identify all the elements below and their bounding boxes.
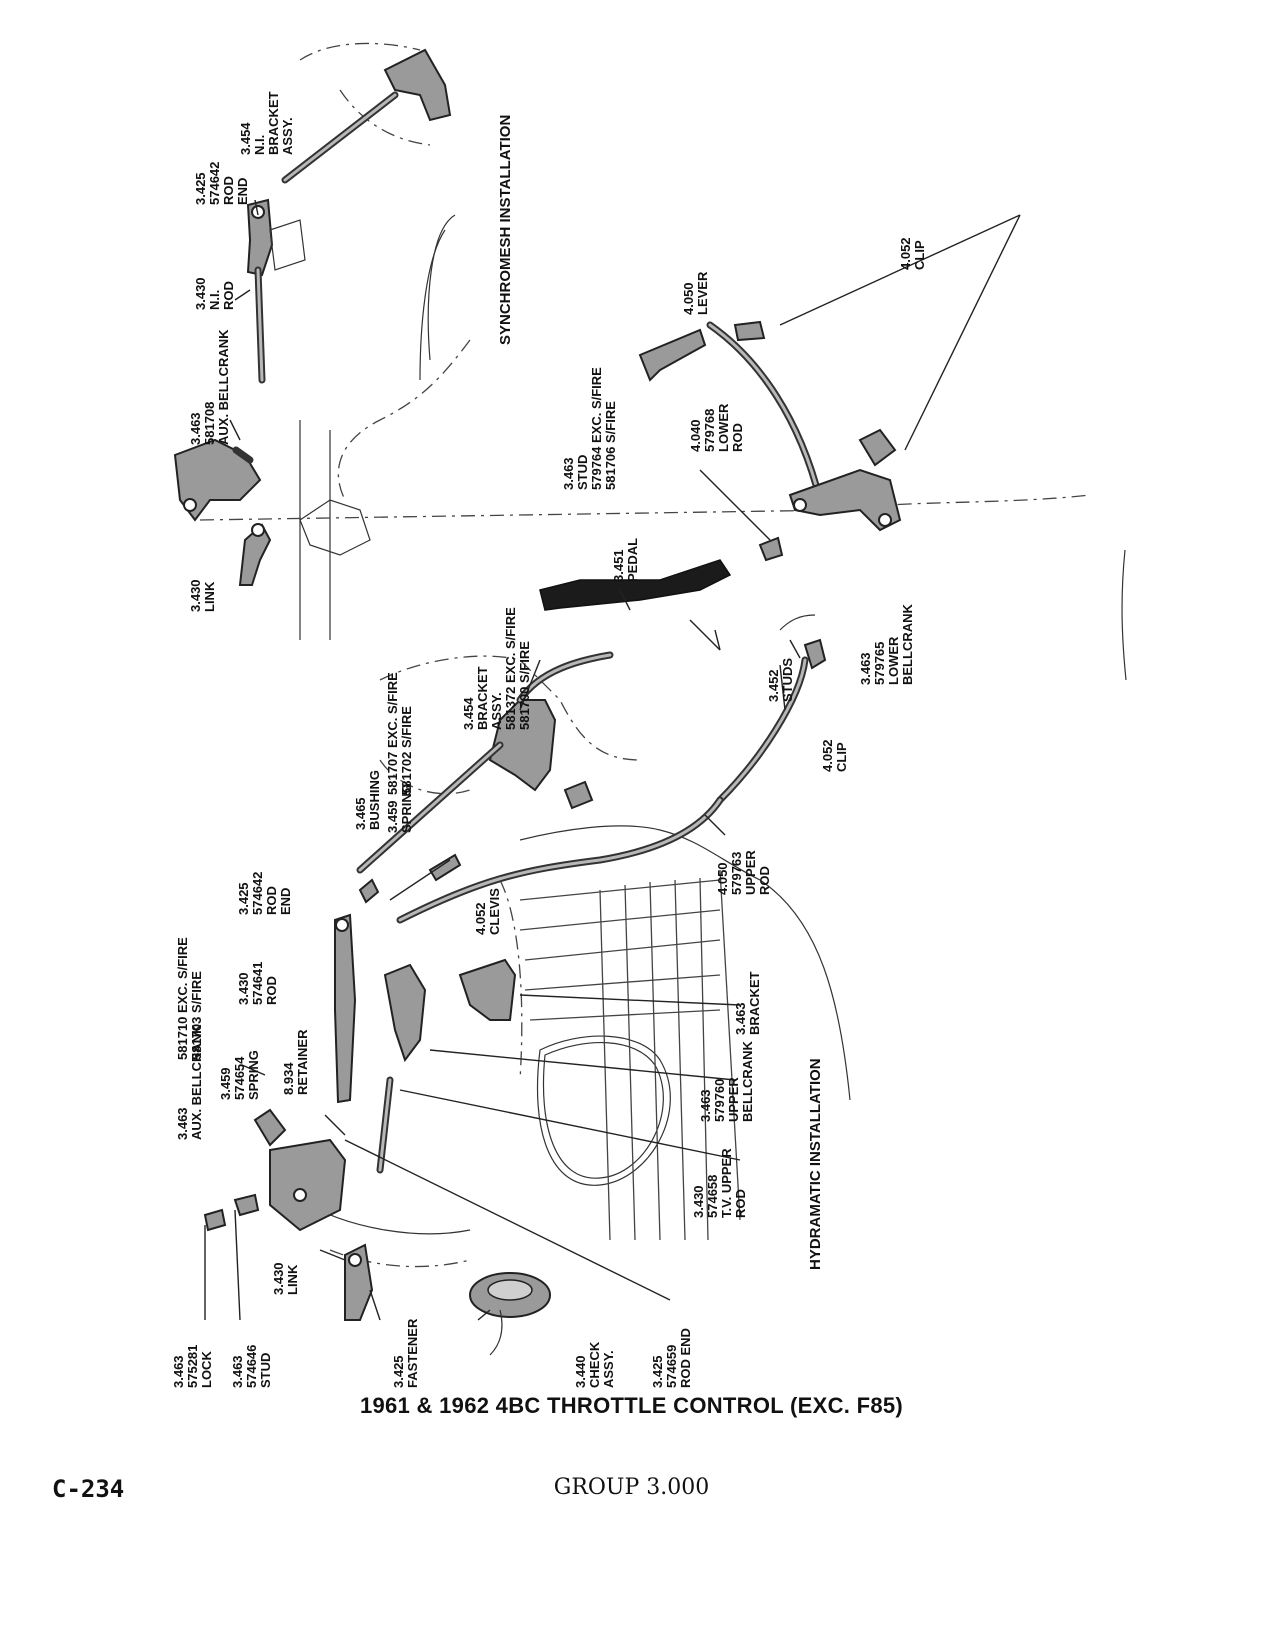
label-stud-low: 3.463 574646 STUD: [230, 1341, 273, 1388]
pedal-linkage: [539, 320, 902, 804]
hydramatic-parts: [203, 913, 551, 1356]
label-spring-numbers: 581707 EXC. S/FIRE 581702 S/FIRE: [385, 669, 414, 795]
label-upper-bellcrank: 3.463 579760 UPPER BELLCRANK: [698, 1041, 755, 1122]
section-synchromesh: SYNCHROMESH INSTALLATION: [497, 115, 514, 345]
label-clip-top: 4.052 CLIP: [898, 234, 927, 270]
label-rod-mid: 3.430 574641 ROD: [236, 958, 279, 1005]
label-aux-bellcrank-numbers: 581710 EXC. S/FIRE 581703 S/FIRE: [175, 934, 204, 1060]
label-spring-low: 3.459 574654 SPRING: [218, 1050, 261, 1100]
label-lower-rod: 4.040 579768 LOWER ROD: [688, 400, 745, 452]
label-clevis: 4.052 CLEVIS: [473, 888, 502, 935]
label-lower-bellcrank: 3.463 579765 LOWER BELLCRANK: [858, 604, 915, 685]
label-spring-mid: 3.459 SPRING: [385, 783, 414, 833]
bracket-and-upper-rod: [356, 651, 724, 924]
label-pedal: 3.451 PEDAL: [611, 538, 640, 582]
label-lock: 3.463 575281 LOCK: [171, 1341, 214, 1388]
label-aux-bellcrank-low: 3.463 AUX. BELLCRANK: [175, 1024, 204, 1140]
label-check-assy: 3.440 CHECK ASSY.: [573, 1338, 616, 1388]
label-stud: 3.463 STUD 579764 EXC. S/FIRE 581706 S/F…: [561, 364, 618, 490]
grille-lines: [519, 869, 741, 1241]
label-rod-end-mid: 3.425 574642 ROD END: [236, 868, 293, 915]
label-link-top: 3.430 LINK: [188, 576, 217, 612]
page-title: 1961 & 1962 4BC THROTTLE CONTROL (EXC. F…: [359, 1393, 904, 1418]
label-retainer: 8.934 RETAINER: [281, 1029, 310, 1095]
label-lever: 4.050 LEVER: [681, 271, 710, 315]
label-tv-upper-rod: 3.430 574658 T.V. UPPER ROD: [691, 1145, 748, 1218]
section-hydramatic: HYDRAMATIC INSTALLATION: [807, 1058, 824, 1270]
label-bushing: 3.465 BUSHING: [353, 770, 382, 830]
synchromesh-parts: [173, 48, 452, 586]
label-bracket-assy: 3.454 BRACKET ASSY. 581372 EXC. S/FIRE 5…: [461, 604, 532, 730]
label-aux-bellcrank-top: 3.463 581708 AUX. BELLCRANK: [188, 329, 231, 445]
label-rod-end-top: 3.425 574642 ROD END: [193, 158, 250, 205]
label-upper-rod: 4.050 579763 UPPER ROD: [715, 847, 772, 895]
label-clip-mid: 4.052 CLIP: [820, 736, 849, 772]
leader-lines: [204, 199, 1021, 1321]
page-number: C-234: [52, 1475, 125, 1503]
label-fastener: 3.425 FASTENER: [391, 1318, 420, 1388]
label-nl-bracket-assy: 3.454 N.I. BRACKET ASSY.: [238, 88, 295, 155]
label-nl-rod: 3.430 N.I. ROD: [193, 274, 236, 310]
label-studs: 3.452 STUDS: [766, 658, 795, 702]
label-bracket: 3.463 BRACKET: [733, 971, 762, 1035]
label-rod-end-low: 3.425 574659 ROD END: [650, 1328, 693, 1388]
part-labels: 3.454 N.I. BRACKET ASSY. 3.425 574642 RO…: [171, 88, 927, 1388]
label-link-low: 3.430 LINK: [271, 1259, 300, 1295]
group-label: GROUP 3.000: [553, 1475, 710, 1500]
